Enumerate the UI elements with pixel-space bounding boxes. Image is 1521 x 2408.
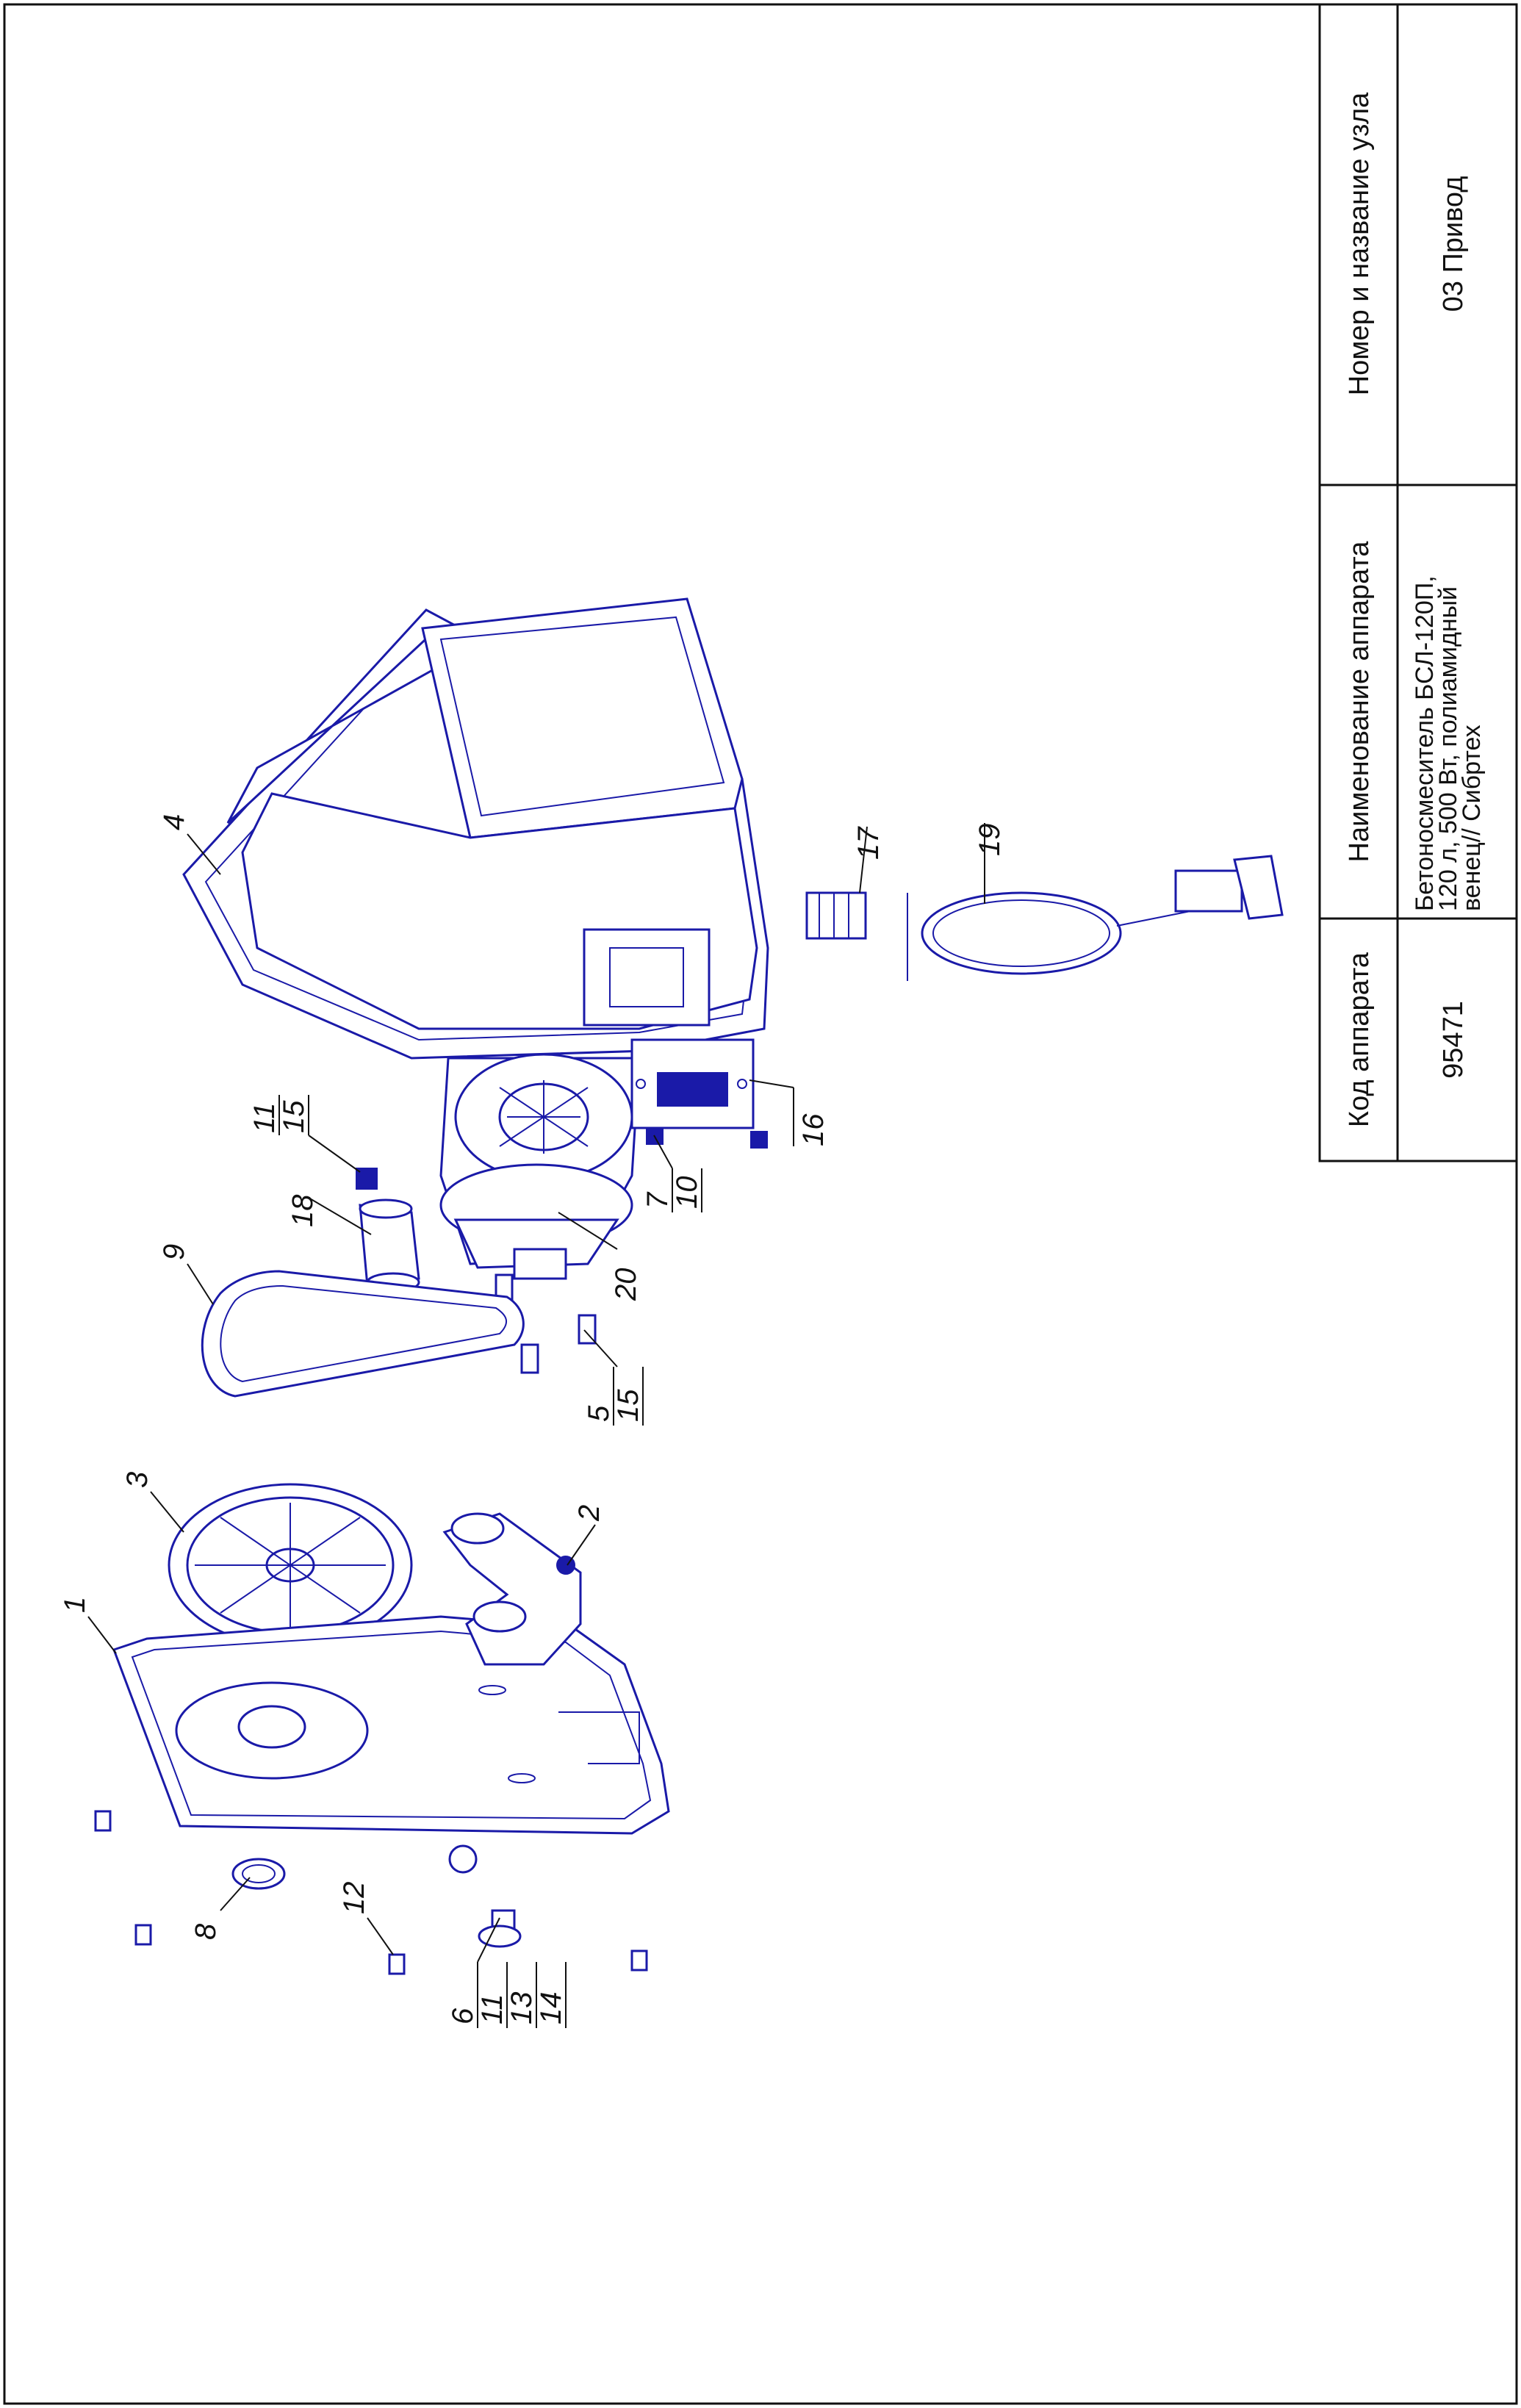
device-code-header: Код аппарата: [1344, 952, 1375, 1127]
callout-4: 4: [158, 814, 190, 830]
callout-6-13: 13: [506, 1992, 538, 2025]
device-name-header: Наименование аппарата: [1344, 541, 1375, 863]
node-name-header: Номер и название узла: [1344, 92, 1375, 395]
sheet-frame: [3, 3, 1518, 2405]
callout-9: 9: [158, 1244, 190, 1260]
callout-6: 6: [447, 2008, 479, 2024]
device-name-line-2: 120 л, 500 Вт, полиамидный: [1434, 586, 1462, 911]
part-4-motor-cover: [182, 597, 769, 1060]
callout-5: 5: [583, 1405, 615, 1422]
callout-19: 19: [974, 824, 1006, 857]
part-9-belt: [201, 1270, 525, 1398]
part-19-power-cord: [907, 855, 1284, 981]
callout-11: 11: [248, 1102, 281, 1133]
callout-3: 3: [121, 1472, 154, 1488]
callout-20: 20: [610, 1268, 642, 1302]
part-3-pulley: [168, 1483, 413, 1647]
callout-16: 16: [797, 1113, 830, 1146]
node-name-value: 03 Привод: [1438, 176, 1469, 312]
callout-1: 1: [59, 1597, 91, 1613]
callout-6-11: 11: [476, 1994, 508, 2024]
part-20-motor: [439, 1053, 641, 1280]
callouts: 1 2 3 4 5 15 6 11 13 14 7 10 8: [59, 814, 1006, 2028]
callout-2: 2: [573, 1505, 605, 1522]
title-block: Номер и название узла 03 Привод Наименов…: [1318, 3, 1518, 1162]
part-1-base-plate: [112, 1615, 670, 1835]
callout-17: 17: [852, 826, 885, 860]
callout-12: 12: [338, 1882, 370, 1915]
callout-7-10: 10: [671, 1176, 703, 1210]
callout-8: 8: [190, 1923, 222, 1940]
callout-18: 18: [287, 1194, 319, 1227]
callout-11-15: 15: [278, 1100, 310, 1133]
part-16-switch: [630, 1038, 755, 1129]
device-code-value: 95471: [1438, 1001, 1469, 1079]
device-name-line-1: Бетоносмеситель БСЛ-120П,: [1411, 575, 1439, 911]
callout-7: 7: [641, 1191, 674, 1209]
part-17-cable-gland: [805, 891, 867, 940]
callout-6-14: 14: [535, 1992, 567, 2025]
part-2-bracket: [442, 1512, 582, 1666]
part-18-capacitor: [359, 1198, 420, 1293]
device-name-line-3: венец// Сибртех: [1458, 725, 1486, 911]
callout-5-15: 15: [612, 1389, 644, 1422]
fasteners-around-base: [94, 1810, 648, 1975]
